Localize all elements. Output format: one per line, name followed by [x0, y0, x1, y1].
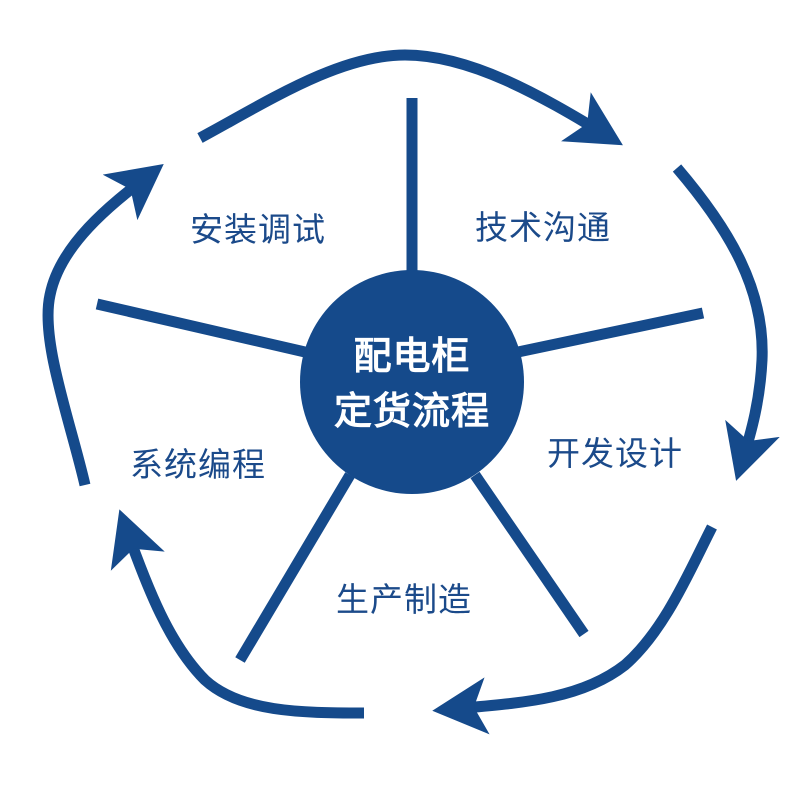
step-label-installation-commissioning: 安装调试: [190, 210, 326, 249]
center-title-line1: 配电柜: [353, 334, 471, 378]
arrow-bottom-left-icon: [110, 509, 365, 719]
step-label-system-programming: 系统编程: [130, 445, 266, 484]
arrow-bottom-right-icon: [432, 524, 717, 735]
spoke-left: [95, 298, 307, 358]
center-title-line2: 定货流程: [333, 389, 490, 433]
spoke-lower-left: [235, 472, 355, 663]
spoke-lower-right: [470, 471, 589, 638]
arrow-right-icon: [672, 164, 780, 481]
step-label-technical-communication: 技术沟通: [475, 208, 611, 247]
step-label-development-design: 开发设计: [547, 434, 683, 473]
step-label-manufacturing: 生产制造: [336, 580, 472, 619]
arrow-left-icon: [42, 163, 164, 487]
cycle-arrows: [42, 49, 780, 735]
spokes: [95, 98, 705, 663]
center-circle: [300, 270, 524, 494]
spoke-right: [516, 307, 705, 358]
arrow-top-icon: [197, 49, 623, 146]
